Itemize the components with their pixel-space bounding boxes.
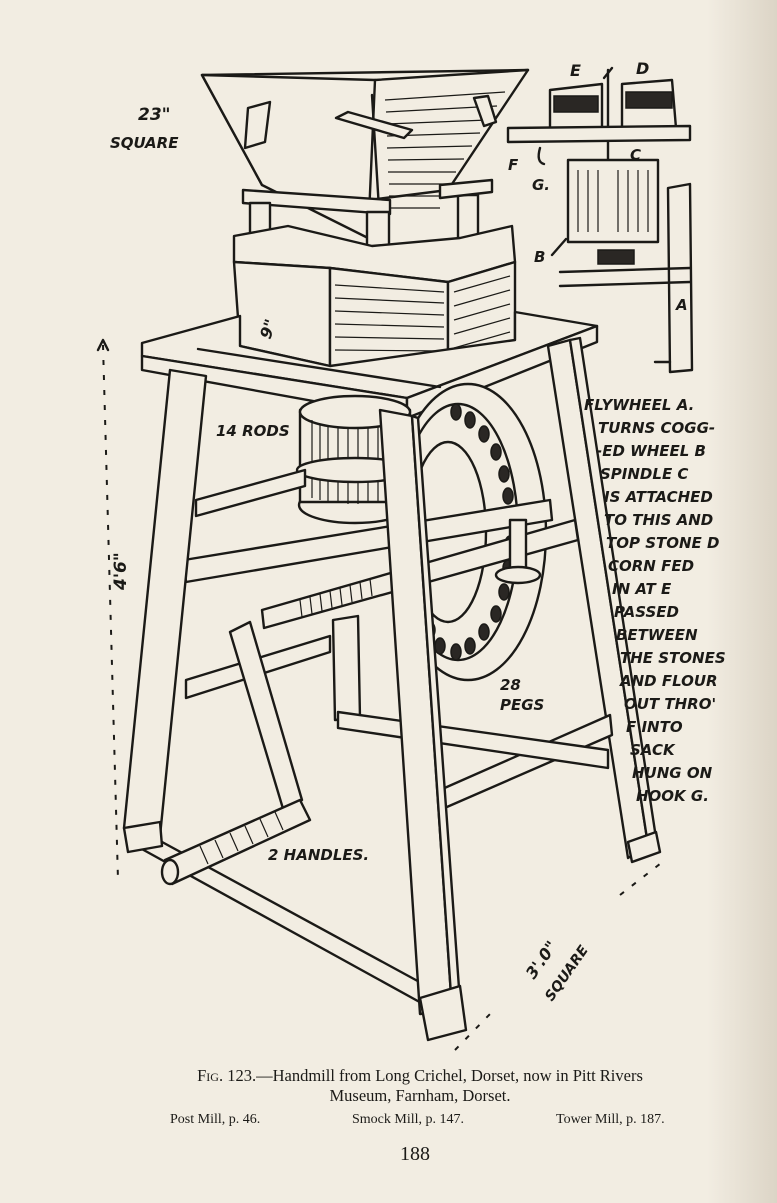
- note-line: AND FLOUR: [619, 672, 718, 690]
- label-key-e: E: [570, 61, 581, 80]
- label-key-f: F: [508, 156, 519, 174]
- stone-case: [232, 224, 517, 368]
- hopper: [200, 68, 530, 240]
- page-number: 188: [400, 1143, 430, 1165]
- note-line: HOOK G.: [636, 787, 709, 805]
- explanatory-note: FLYWHEEL A. TURNS COGG- -ED WHEEL B SPIN…: [584, 396, 726, 805]
- note-line: FLYWHEEL A.: [584, 396, 694, 414]
- note-line: BETWEEN: [616, 626, 698, 644]
- frame-rails: [138, 468, 614, 1007]
- label-handles: 2 HANDLES.: [268, 846, 369, 864]
- note-line: THE STONES: [620, 649, 726, 667]
- note-line: F INTO: [626, 718, 683, 736]
- caption-title: —Handmill from Long Crichel, Dorset, now…: [256, 1066, 643, 1085]
- cross-ref-post-mill: Post Mill, p. 46.: [170, 1112, 261, 1127]
- note-line: SPINDLE C: [600, 465, 688, 483]
- note-line: HUNG ON: [632, 764, 713, 782]
- front-legs: [122, 368, 662, 1042]
- label-pegs-count: 28: [500, 676, 521, 694]
- page-edge-shadow: [707, 0, 777, 1203]
- note-line: IN AT E: [612, 580, 672, 598]
- figure-caption: Fig. 123.—Handmill from Long Crichel, Do…: [100, 1066, 740, 1106]
- caption-line-2: Museum, Farnham, Dorset.: [329, 1086, 511, 1105]
- note-line: PASSED: [614, 603, 679, 621]
- cross-ref-tower-mill: Tower Mill, p. 187.: [556, 1112, 665, 1127]
- caption-line-1: Fig. 123.—Handmill from Long Crichel, Do…: [100, 1066, 740, 1086]
- note-line: TURNS COGG-: [598, 419, 715, 437]
- dimension-lines: [102, 344, 666, 1051]
- cross-ref-smock-mill: Smock Mill, p. 147.: [352, 1112, 465, 1127]
- note-line: TO THIS AND: [604, 511, 713, 529]
- label-hopper-square: SQUARE: [110, 134, 179, 152]
- dimension-arrow-top: [96, 338, 110, 352]
- note-line: OUT THRO': [624, 695, 716, 713]
- figure-number: Fig. 123.: [197, 1066, 257, 1085]
- note-line: CORN FED: [608, 557, 694, 575]
- handmill-illustration: 23" SQUARE E D F C G. B A 9" 14 RODS 4'6…: [96, 59, 726, 1051]
- note-line: TOP STONE D: [606, 534, 719, 552]
- label-rods: 14 RODS: [216, 422, 290, 440]
- label-key-b: B: [534, 248, 545, 266]
- label-key-a: A: [675, 296, 688, 314]
- inset-detail: [506, 66, 694, 374]
- label-key-d: D: [636, 59, 649, 78]
- label-key-g: G.: [532, 176, 550, 194]
- note-line: SACK: [630, 741, 676, 759]
- label-pegs: PEGS: [500, 696, 544, 714]
- label-key-c: C: [630, 146, 641, 164]
- note-line: IS ATTACHED: [604, 488, 713, 506]
- note-line: -ED WHEEL B: [596, 442, 706, 460]
- label-hopper-size: 23": [138, 105, 171, 125]
- label-height: 4'6": [111, 552, 131, 591]
